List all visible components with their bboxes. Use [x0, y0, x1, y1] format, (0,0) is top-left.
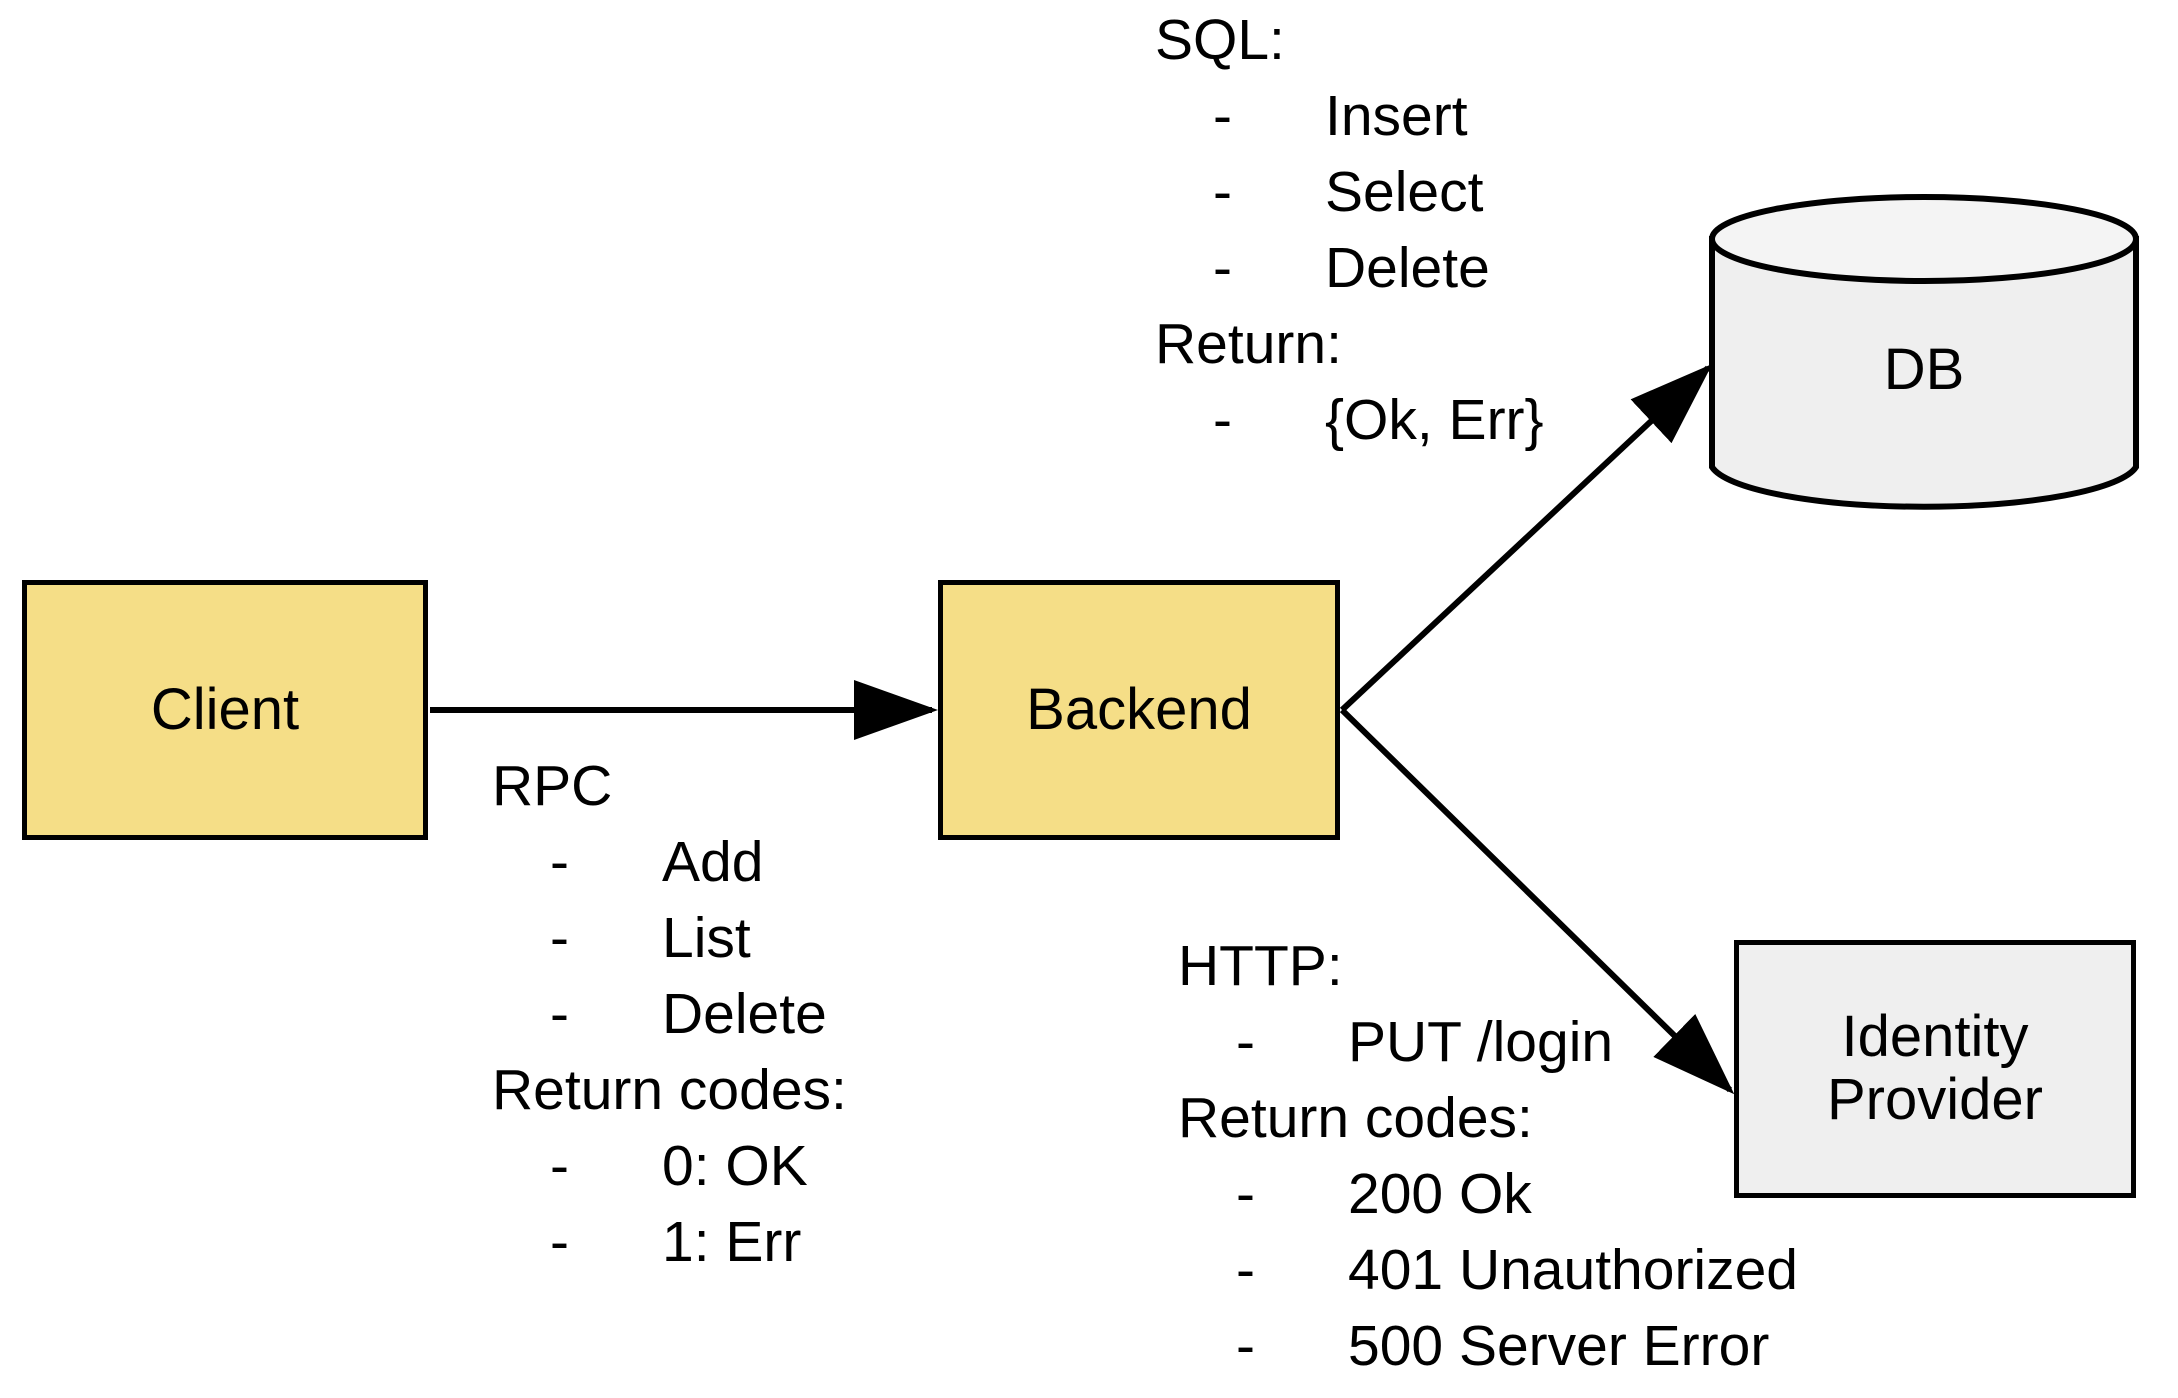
annotation-rpc-return-item-label: 0: OK — [662, 1134, 808, 1198]
annotation-sql-return-item: - {Ok, Err} — [1155, 382, 1544, 458]
bullet-dash-icon: - — [1213, 84, 1232, 148]
annotation-http-item-label: PUT /login — [1348, 1010, 1614, 1074]
annotation-http-return-item-label: 401 Unauthorized — [1348, 1238, 1798, 1302]
node-client[interactable]: Client — [22, 580, 428, 840]
annotation-http-item: - PUT /login — [1178, 1004, 1798, 1080]
bullet-dash-icon: - — [1213, 388, 1232, 452]
edge-backend-to-db — [1339, 363, 1713, 713]
bullet-dash-icon: - — [1236, 1238, 1255, 1302]
annotation-http-return-heading: Return codes: — [1178, 1086, 1533, 1150]
annotation-sql-heading: SQL: — [1155, 8, 1285, 72]
bullet-dash-icon: - — [1236, 1314, 1255, 1378]
annotation-http-return-item-label: 200 Ok — [1348, 1162, 1532, 1226]
node-backend-label: Backend — [1026, 676, 1252, 742]
node-identity-provider-label-line1: Identity — [1841, 1004, 2029, 1070]
bullet-dash-icon: - — [550, 906, 569, 970]
annotation-rpc-item: - List — [492, 900, 847, 976]
annotation-rpc: RPC - Add - List - Delete Return codes: … — [492, 748, 847, 1280]
annotation-http-return-item: - 500 Server Error — [1178, 1308, 1798, 1384]
annotation-sql-item: - Select — [1155, 154, 1544, 230]
bullet-dash-icon: - — [1213, 160, 1232, 224]
annotation-http-heading: HTTP: — [1178, 934, 1343, 998]
annotation-rpc-return-heading: Return codes: — [492, 1058, 847, 1122]
annotation-sql-item: - Insert — [1155, 78, 1544, 154]
node-backend[interactable]: Backend — [938, 580, 1340, 840]
annotation-rpc-heading: RPC — [492, 754, 613, 818]
bullet-dash-icon: - — [1236, 1010, 1255, 1074]
annotation-sql-return-item-label: {Ok, Err} — [1325, 388, 1544, 452]
annotation-rpc-return-item-label: 1: Err — [662, 1210, 802, 1274]
node-db[interactable]: DB — [1708, 193, 2140, 513]
annotation-http-return-item: - 401 Unauthorized — [1178, 1232, 1798, 1308]
edge-backend-to-identity-provider — [1339, 707, 1735, 1095]
annotation-http-return-item: - 200 Ok — [1178, 1156, 1798, 1232]
bullet-dash-icon: - — [550, 1134, 569, 1198]
annotation-sql-item: - Delete — [1155, 230, 1544, 306]
database-cylinder-icon — [1709, 194, 2139, 510]
bullet-dash-icon: - — [1236, 1162, 1255, 1226]
node-identity-provider-label-line2: Provider — [1827, 1067, 2043, 1132]
annotation-sql-item-label: Select — [1325, 160, 1484, 224]
annotation-http: HTTP: - PUT /login Return codes: - 200 O… — [1178, 928, 1798, 1384]
annotation-rpc-return-item: - 1: Err — [492, 1204, 847, 1280]
bullet-dash-icon: - — [550, 830, 569, 894]
node-identity-provider[interactable]: Identity Provider — [1734, 940, 2136, 1198]
bullet-dash-icon: - — [1213, 236, 1232, 300]
bullet-dash-icon: - — [550, 1210, 569, 1274]
annotation-sql-return-heading: Return: — [1155, 312, 1342, 376]
annotation-rpc-item-label: List — [662, 906, 751, 970]
annotation-rpc-return-item: - 0: OK — [492, 1128, 847, 1204]
annotation-rpc-item: - Add — [492, 824, 847, 900]
annotation-rpc-item-label: Add — [662, 830, 764, 894]
annotation-sql: SQL: - Insert - Select - Delete Return: … — [1155, 2, 1544, 458]
node-identity-provider-label-wrap: Identity Provider — [1827, 1006, 2043, 1131]
annotation-rpc-item-label: Delete — [662, 982, 827, 1046]
bullet-dash-icon: - — [550, 982, 569, 1046]
annotation-rpc-item: - Delete — [492, 976, 847, 1052]
annotation-sql-item-label: Insert — [1325, 84, 1468, 148]
annotation-http-return-item-label: 500 Server Error — [1348, 1314, 1770, 1378]
annotation-sql-item-label: Delete — [1325, 236, 1490, 300]
node-client-label: Client — [150, 676, 300, 742]
